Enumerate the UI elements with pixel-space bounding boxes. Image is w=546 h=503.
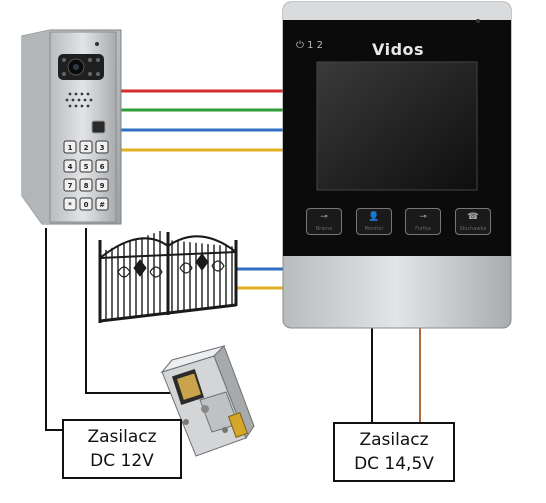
power-supply-title: Zasilacz: [359, 430, 429, 450]
keypad-key-label: *: [68, 201, 72, 209]
keypad-key-label: 0: [84, 201, 89, 209]
key-icon: ⊸: [320, 212, 328, 222]
keypad-key-label: 4: [68, 163, 73, 171]
keypad-key-label: 1: [68, 144, 73, 152]
keypad-key[interactable]: 9: [95, 178, 109, 192]
monitor-button-handset[interactable]: ☎ Słuchawka: [455, 208, 491, 235]
monitor-brand-logo: Vidos: [372, 40, 425, 59]
monitor-button-label: Brama: [315, 226, 333, 232]
wire-psu1-black: [45, 228, 62, 431]
keypad-key[interactable]: *: [63, 197, 77, 211]
monitor-button-label: Furtka: [415, 226, 431, 232]
keypad-key[interactable]: 1: [63, 140, 77, 154]
call-button[interactable]: [91, 120, 106, 134]
keypad-key[interactable]: 6: [95, 159, 109, 173]
monitor-screen: [316, 61, 478, 191]
keypad-key[interactable]: #: [95, 197, 109, 211]
user-icon: 👤: [368, 212, 380, 222]
keypad-key[interactable]: 0: [79, 197, 93, 211]
keypad-key-label: 6: [100, 163, 105, 171]
monitor-button-monitor[interactable]: 👤 Monitor: [356, 208, 392, 235]
monitor-status-indicators: ⏻ 1 2: [296, 40, 323, 51]
power-supply-voltage: DC 14,5V: [354, 454, 434, 474]
power-supply-12v: Zasilacz DC 12V: [62, 419, 182, 479]
monitor-button-label: Monitor: [364, 226, 384, 232]
keypad-key-label: 8: [84, 182, 89, 190]
keypad-key[interactable]: 5: [79, 159, 93, 173]
keypad-key-label: 2: [84, 144, 89, 152]
monitor-button-wicket[interactable]: ⊸ Furtka: [405, 208, 441, 235]
keypad-key[interactable]: 4: [63, 159, 77, 173]
keypad-key[interactable]: 8: [79, 178, 93, 192]
phone-icon: ☎: [467, 212, 479, 222]
keypad-key-label: 9: [100, 182, 105, 190]
key-icon: ⊸: [419, 212, 427, 222]
electric-strike: [160, 345, 255, 457]
keypad-key-label: 3: [100, 144, 105, 152]
power-supply-14-5v: Zasilacz DC 14,5V: [333, 422, 455, 482]
keypad-key-label: #: [99, 201, 105, 209]
keypad-key-label: 7: [68, 182, 73, 190]
monitor-button-label: Słuchawka: [459, 226, 487, 232]
monitor-button-gate[interactable]: ⊸ Brama: [306, 208, 342, 235]
power-supply-title: Zasilacz: [87, 427, 157, 447]
keypad-key-label: 5: [84, 163, 89, 171]
gate: [98, 231, 238, 323]
speaker-grille: [65, 92, 93, 108]
power-supply-voltage: DC 12V: [90, 451, 154, 471]
keypad-key[interactable]: 2: [79, 140, 93, 154]
keypad: 1 2 3 4 5 6 7 8 9 * 0 #: [63, 140, 109, 211]
wire-lock-black: [85, 228, 178, 394]
keypad-key[interactable]: 3: [95, 140, 109, 154]
door-panel: 1 2 3 4 5 6 7 8 9 * 0 #: [21, 29, 122, 225]
keypad-key[interactable]: 7: [63, 178, 77, 192]
